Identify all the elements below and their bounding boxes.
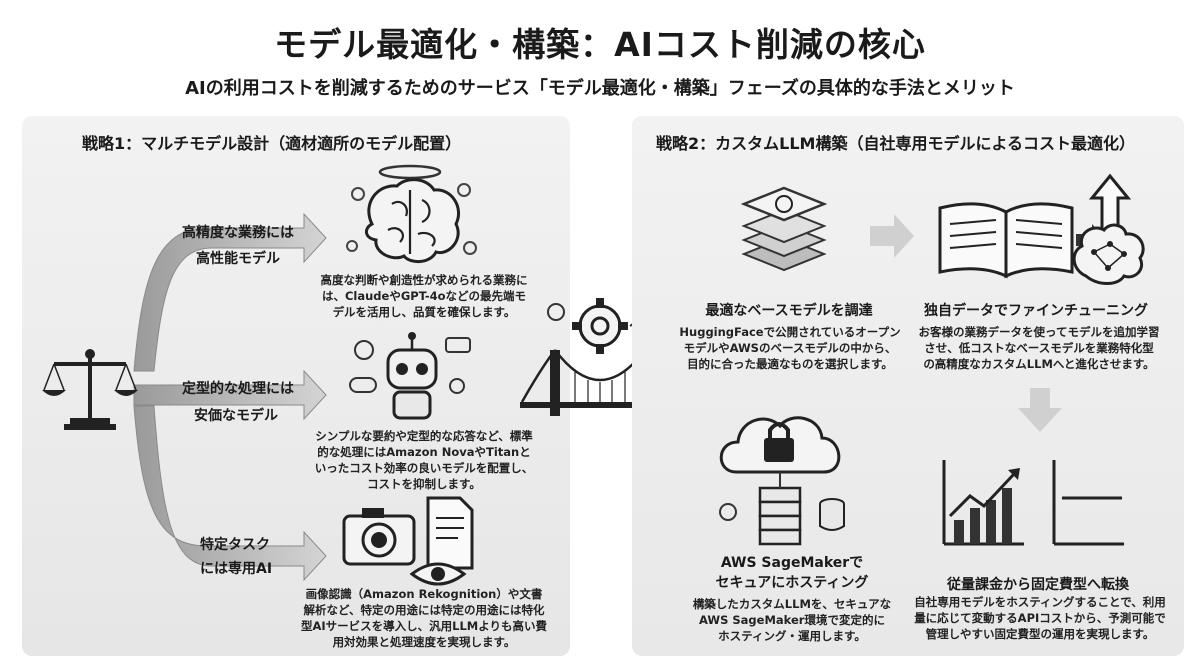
brain-with-halo-icon (346, 164, 477, 263)
layered-model-stack-icon (740, 186, 828, 272)
balance-scale-icon (42, 349, 138, 430)
step3-description: 構築したカスタムLLMを、セキュアな AWS SageMaker環境で変定的に … (692, 597, 892, 643)
strategy2-panel: 戦略2：カスタムLLM構築（自社専用モデルによるコスト最適化） (632, 116, 1184, 656)
flow-arrow-down (1018, 388, 1062, 432)
branch3-label-line1: 特定タスク (200, 537, 270, 553)
flow-arrow-right (870, 214, 914, 258)
branch2-description: シンプルな要約や定型的な応答など、標準 的な処理にはAmazon NovaやTi… (314, 429, 534, 491)
step2-description: お客様の業務データを使ってモデルを追加学習 させ、低コストなベースモデルを業務特… (918, 325, 1160, 371)
strategy2-title: 戦略2：カスタムLLM構築（自社専用モデルによるコスト最適化） (656, 134, 1135, 153)
step2-title: 独自データでファインチューニング (924, 303, 1148, 319)
step1-description: HuggingFaceで公開されているオープン モデルやAWSのベースモデルの中… (679, 325, 901, 371)
page-subtitle: AIの利用コストを削減するためのサービス「モデル最適化・構築」フェーズの具体的な… (185, 78, 1015, 99)
open-book-icon (938, 202, 1074, 279)
strategy2-graphics (719, 173, 1145, 546)
robot-icon (349, 332, 471, 420)
step1-title: 最適なベースモデルを調達 (705, 303, 873, 319)
page-title: モデル最適化・構築：AIコスト削減の核心 (274, 25, 926, 64)
branch2-label-line1: 定型的な処理には (182, 381, 294, 397)
step3-title-line2: セキュアにホスティング (715, 575, 869, 591)
step3-title-line1: AWS SageMakerで (720, 555, 864, 571)
strategy1-title: 戦略1：マルチモデル設計（適材適所のモデル配置） (82, 134, 462, 153)
step4-description: 自社専用モデルをホスティングすることで、利用 量に応じて変動するAPIコストから… (914, 595, 1166, 641)
branch2-label-line2: 安価なモデル (194, 408, 278, 424)
cloud-lock-server-icon (719, 416, 845, 546)
rising-vs-flat-chart-icon (942, 460, 1124, 546)
branch-arrow-top (133, 212, 327, 372)
branch1-label-line2: 高性能モデル (196, 251, 280, 267)
branch1-description: 高度な判断や創造性が求められる業務に は、ClaudeやGPT-4oなどの最先端… (320, 273, 528, 319)
branch3-label-line2: には専用AI (200, 561, 273, 577)
branch-arrow-middle (133, 369, 327, 421)
branch1-label-line1: 高精度な業務には (182, 225, 294, 241)
branch3-description: 画像認識（Amazon Rekognition）や文書 解析など、特定の用途には… (300, 587, 548, 649)
strategy1-panel: 戦略1：マルチモデル設計（適材適所のモデル配置） (22, 116, 570, 656)
camera-document-eye-icon (342, 496, 474, 586)
branch-arrow-bottom (133, 405, 327, 582)
step4-title: 従量課金から固定費型へ転換 (947, 577, 1129, 593)
neural-brain-arrow-icon (1072, 173, 1145, 285)
branch-arrows (42, 164, 477, 586)
